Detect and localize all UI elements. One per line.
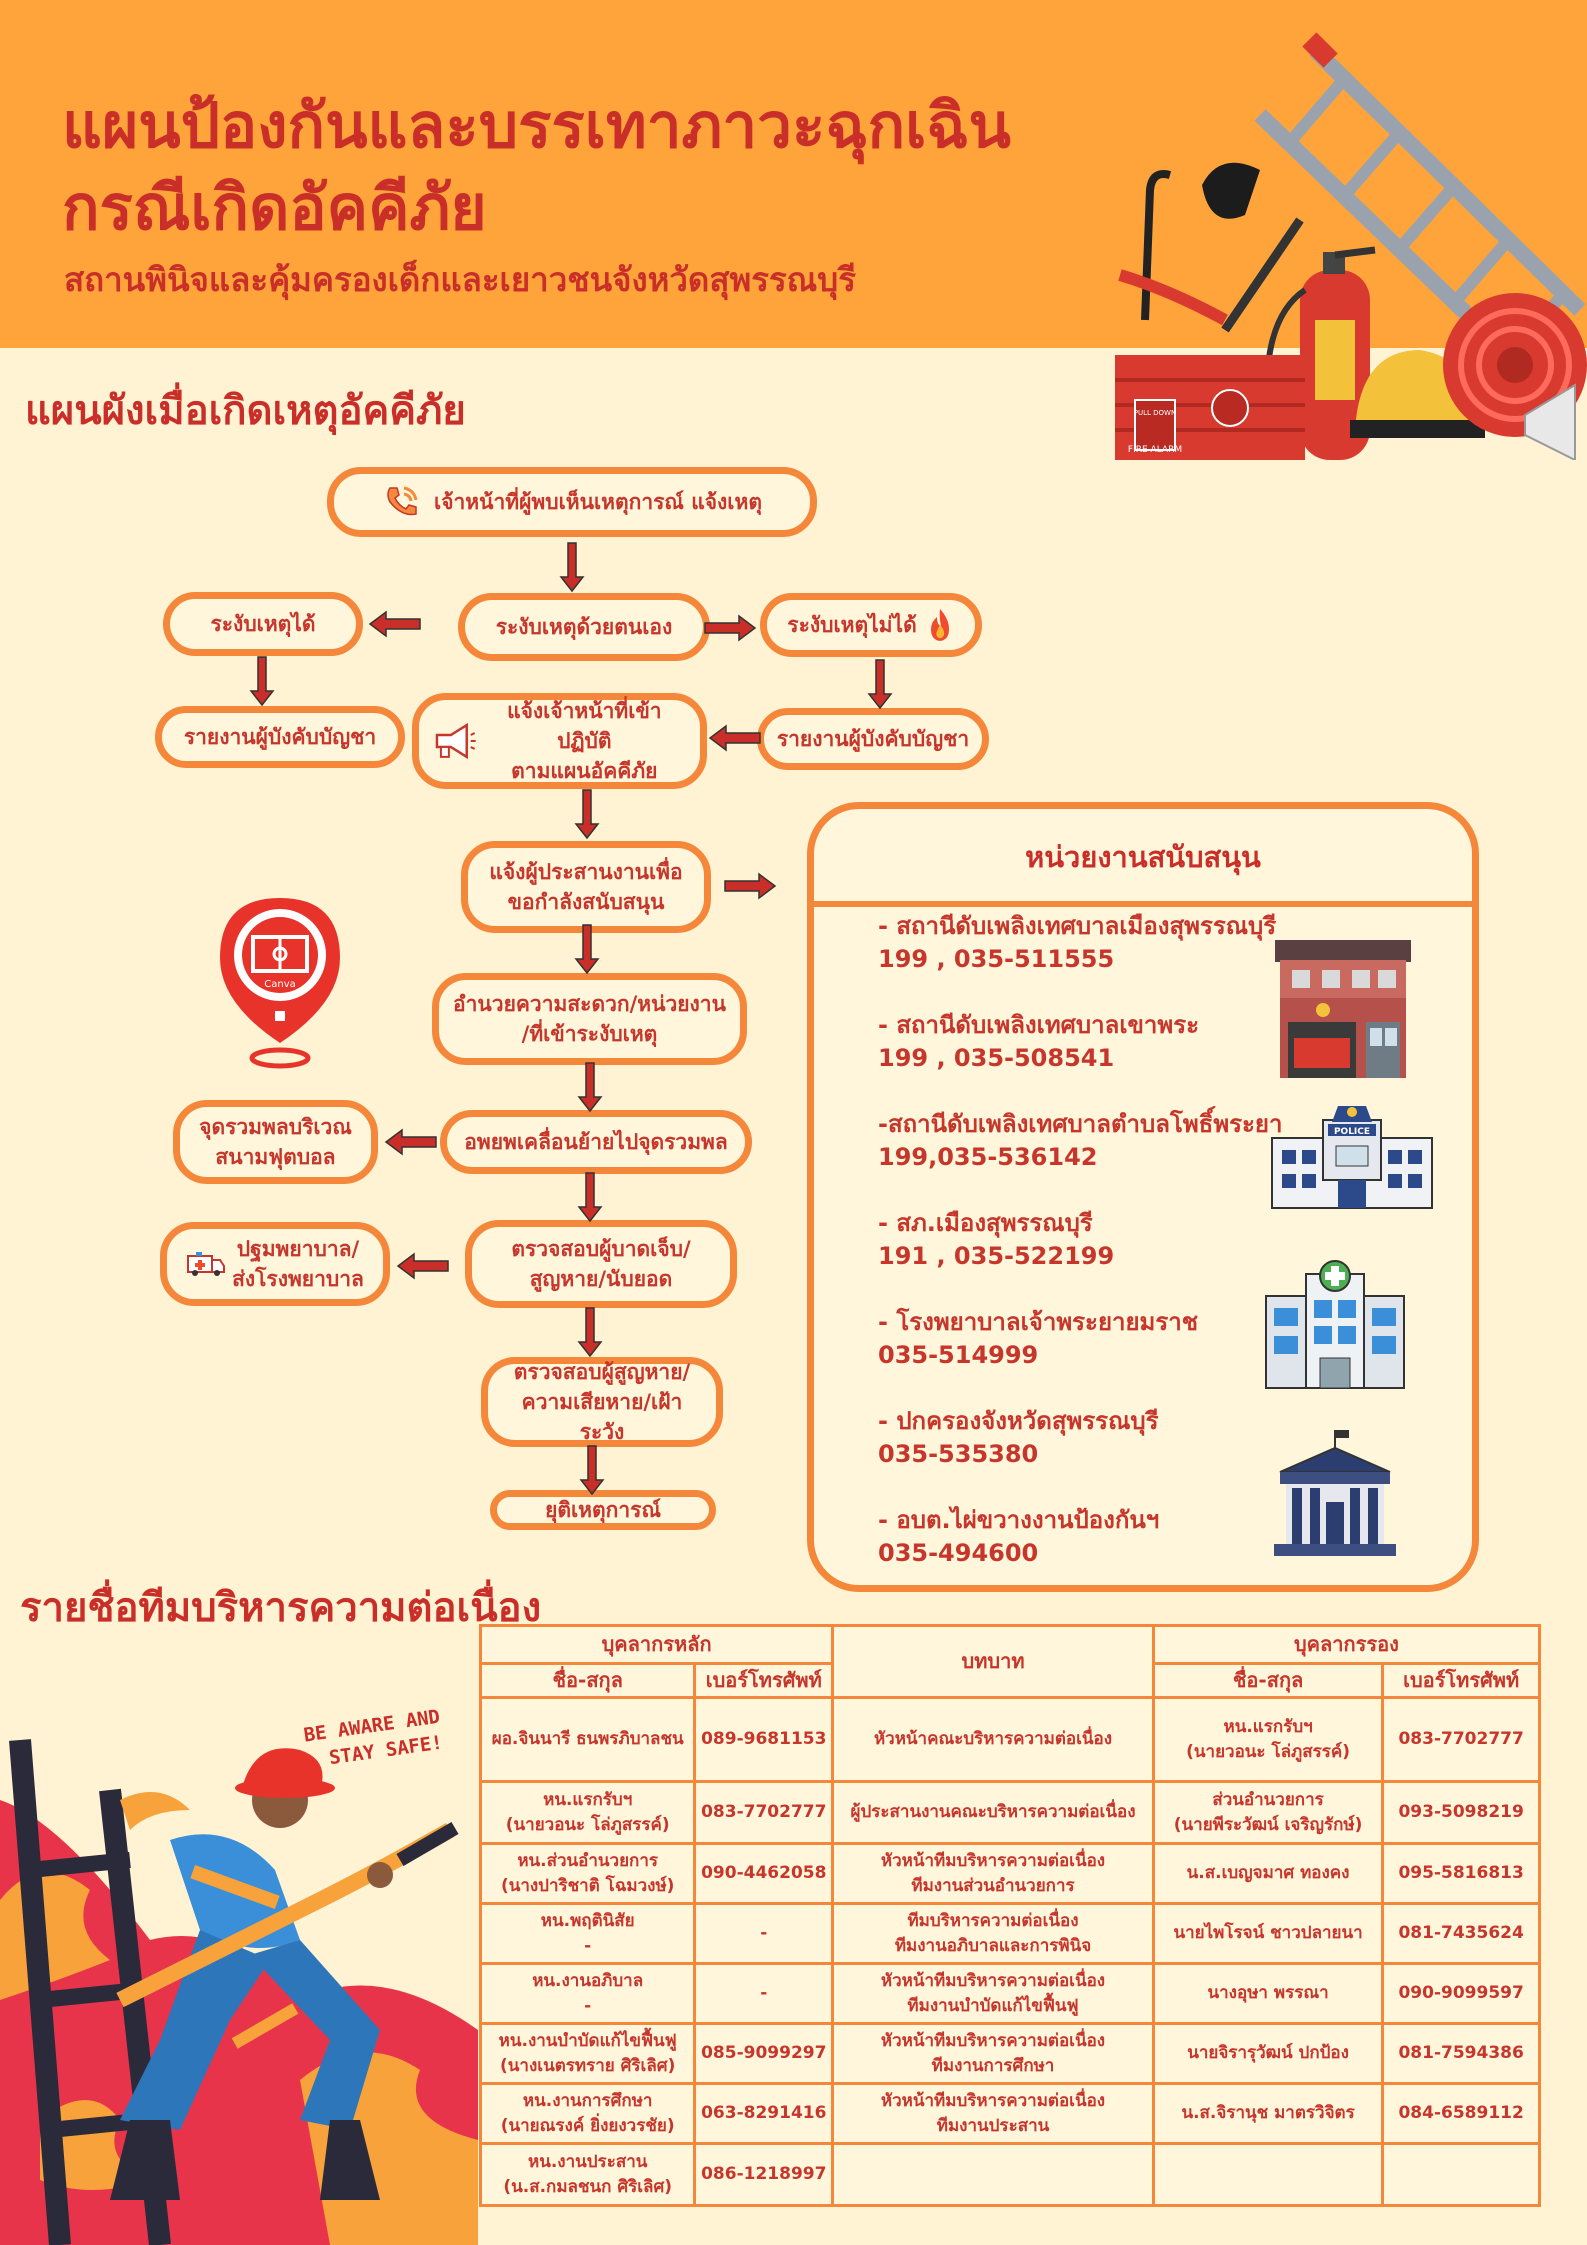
fire-icon	[930, 609, 949, 641]
table-row: หน.แรกรับฯ(นายวอนะ โล่ภูสรรค์) 083-77027…	[478, 1780, 1541, 1845]
fire-equipment-illustration: FIRE ALARM PULL DOWN	[1115, 32, 1587, 460]
support-agencies-panel: หน่วยงานสนับสนุน - สถานีดับเพลิงเทศบาลเม…	[807, 802, 1479, 1592]
arrow-down-8	[578, 1307, 602, 1357]
ambulance-icon	[187, 1252, 226, 1276]
table-row: หน.งานประสาน(น.ส.กมลชนก ศิริเลิศ) 086-12…	[478, 2142, 1541, 2207]
arrow-left-2	[709, 725, 761, 751]
arrow-down-9	[580, 1445, 604, 1495]
fire-extinguisher-icon	[1263, 246, 1376, 460]
hospital-icon	[1265, 1260, 1405, 1389]
page-subtitle: สถานพินิจและคุ้มครองเด็กและเยาวชนจังหวัด…	[64, 260, 856, 299]
flow-step-self: ระงับเหตุด้วยตนเอง	[458, 593, 710, 661]
flow-step-ok: ระงับเหตุได้	[163, 592, 363, 656]
flow-step-report: เจ้าหน้าที่ผู้พบเห็นเหตุการณ์ แจ้งเหตุ	[327, 467, 817, 537]
flow-step-first-aid: ปฐมพยาบาล/ ส่งโรงพยาบาล	[160, 1222, 390, 1306]
flow-step-report-commander-right: รายงานผู้บังคับบัญชา	[757, 708, 989, 770]
head-main: บุคลากรหลัก	[478, 1624, 835, 1665]
arrow-right-2	[724, 873, 776, 899]
phone-ringing-icon	[387, 486, 418, 516]
title-line-1: แผนป้องกันและบรรเทาภาวะฉุกเฉิน	[62, 89, 1011, 162]
arrow-down-2	[250, 656, 274, 706]
support-item-2: - สถานีดับเพลิงเทศบาลเขาพระ 199 , 035-50…	[878, 1011, 1200, 1072]
arrow-left-3	[385, 1129, 437, 1155]
support-item-6: - ปกครองจังหวัดสุพรรณบุรี 035-535380	[878, 1407, 1159, 1468]
fire-alarm-box-icon: FIRE ALARM PULL DOWN	[1115, 355, 1305, 460]
support-item-5: - โรงพยาบาลเจ้าพระยายมราช 035-514999	[878, 1308, 1199, 1369]
flow-step-report-commander-left: รายงานผู้บังคับบัญชา	[155, 706, 405, 768]
flow-step-check-loss: ตรวจสอบผู้สูญหาย/ ความเสียหาย/เฝ้าระวัง	[481, 1357, 723, 1447]
support-item-4: - สภ.เมืองสุพรรณบุรี 191 , 035-522199	[878, 1209, 1115, 1270]
svg-text:Canva: Canva	[264, 979, 296, 990]
arrow-down-1	[560, 542, 584, 592]
assembly-point-pin-icon: Canva	[220, 898, 340, 1069]
page-title: แผนป้องกันและบรรเทาภาวะฉุกเฉิน กรณีเกิดอ…	[62, 85, 1011, 249]
arrow-left-4	[397, 1253, 449, 1279]
flow-step-end: ยุติเหตุการณ์	[490, 1490, 716, 1530]
megaphone-icon	[1524, 383, 1576, 460]
arrow-down-6	[578, 1062, 602, 1112]
support-item-1: - สถานีดับเพลิงเทศบาลเมืองสุพรรณบุรี 199…	[878, 912, 1277, 973]
support-title: หน่วยงานสนับสนุน	[1025, 840, 1261, 874]
table-row: หน.ส่วนอำนวยการ(นางปาริชาติ โฉมวงษ์) 090…	[478, 1842, 1541, 1905]
flow-step-notify: แจ้งเจ้าหน้าที่เข้าปฏิบัติ ตามแผนอัคคีภั…	[412, 693, 707, 789]
support-item-7: - อบต.ไผ่ขวางงานป้องกันฯ 035-494600	[878, 1506, 1160, 1567]
col-backup-phone: เบอร์โทรศัพท์	[1381, 1662, 1541, 1699]
arrow-right-1	[704, 615, 756, 641]
arrow-left-1	[369, 611, 421, 637]
police-station-icon: POLICE	[1271, 1106, 1433, 1209]
table-row: หน.งานอภิบาล- - หัวหน้าทีมบริหารความต่อเ…	[478, 1962, 1541, 2025]
shovel-icon	[1202, 162, 1304, 333]
col-main-name: ชื่อ-สกุล	[478, 1662, 697, 1699]
flow-step-assembly-point: จุดรวมพลบริเวณ สนามฟุตบอล	[173, 1100, 378, 1184]
support-divider	[814, 901, 1472, 907]
title-line-2: กรณีเกิดอัคคีภัย	[62, 171, 487, 244]
svg-text:PULL DOWN: PULL DOWN	[1134, 409, 1176, 417]
arrow-down-7	[578, 1172, 602, 1222]
team-table: บุคลากรหลัก บทบาท บุคลากรรอง ชื่อ-สกุล เ…	[478, 1624, 1542, 2207]
flow-step-facilitate: อำนวยความสะดวก/หน่วยงาน /ที่เข้าระงับเหต…	[432, 973, 747, 1065]
col-main-phone: เบอร์โทรศัพท์	[693, 1662, 835, 1699]
col-backup-name: ชื่อ-สกุล	[1151, 1662, 1385, 1699]
head-role: บทบาท	[831, 1624, 1155, 1699]
arrow-down-3	[868, 659, 892, 709]
head-backup: บุคลากรรอง	[1151, 1624, 1542, 1665]
svg-text:FIRE ALARM: FIRE ALARM	[1128, 445, 1182, 455]
government-building-icon	[1274, 1430, 1396, 1556]
table-row: ผอ.จินนารี ธนพรภิบาลชน 089-9681153 หัวหน…	[478, 1696, 1541, 1783]
svg-text:POLICE: POLICE	[1334, 1127, 1370, 1137]
flow-step-evacuate: อพยพเคลื่อนย้ายไปจุดรวมพล	[440, 1110, 752, 1174]
flow-step-check-injured: ตรวจสอบผู้บาดเจ็บ/ สูญหาย/นับยอด	[465, 1220, 737, 1308]
table-row: หน.พฤตินิสัย- - ทีมบริหารความต่อเนื่องที…	[478, 1902, 1541, 1965]
table-row: หน.งานบำบัดแก้ไขฟื้นฟู(นางเนตรทราย ศิริเ…	[478, 2022, 1541, 2085]
support-item-3: -สถานีดับเพลิงเทศบาลตำบลโพธิ์พระยา 199,0…	[878, 1110, 1283, 1171]
firefighter-illustration	[0, 1739, 478, 2245]
arrow-down-4	[575, 789, 599, 839]
flow-step-report-label: เจ้าหน้าที่ผู้พบเห็นเหตุการณ์ แจ้งเหตุ	[434, 490, 762, 514]
arrow-down-5	[575, 924, 599, 974]
team-section-title: รายชื่อทีมบริหารความต่อเนื่อง	[20, 1585, 542, 1631]
flow-section-title: แผนผังเมื่อเกิดเหตุอัคคีภัย	[25, 388, 466, 434]
table-row: หน.งานการศึกษา(นายณรงค์ ยิ่งยงวรชัย) 063…	[478, 2082, 1541, 2145]
fire-station-icon	[1275, 940, 1411, 1078]
crowbar-icon	[1141, 170, 1172, 321]
flow-step-fail: ระงับเหตุไม่ได้	[760, 593, 982, 657]
flow-step-coordinate: แจ้งผู้ประสานงานเพื่อ ขอกำลังสนับสนุน	[461, 841, 711, 933]
megaphone-icon	[435, 722, 476, 760]
